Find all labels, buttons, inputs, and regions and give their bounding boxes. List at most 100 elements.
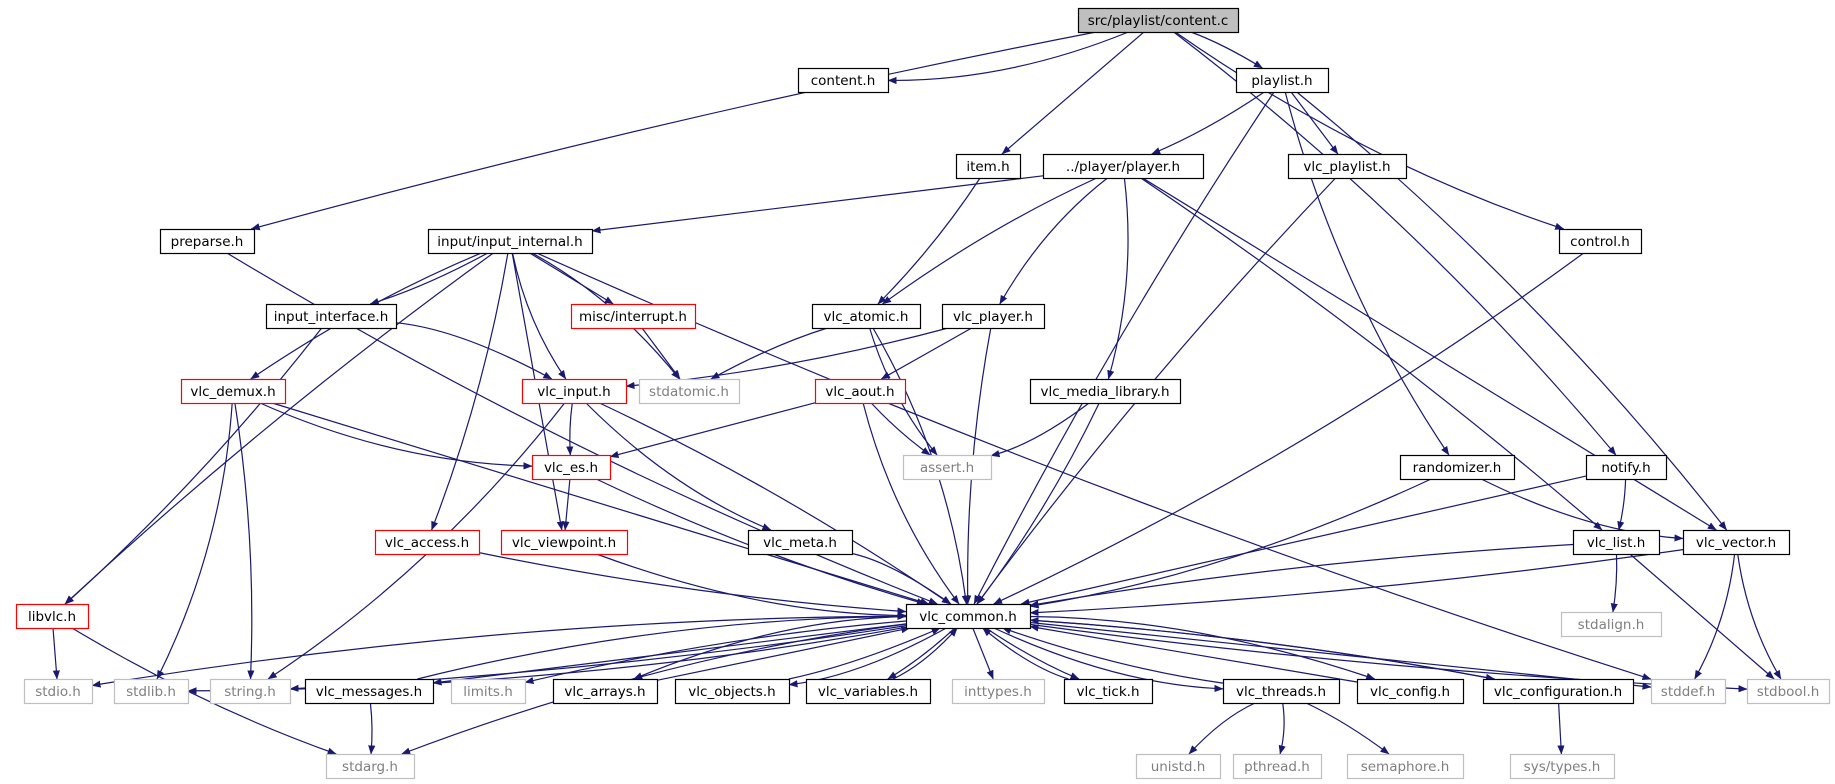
include-edge-vlc_common_h-to-vlc_variables_h [887,627,956,680]
node-box [1135,753,1222,780]
node-content-c[interactable]: src/playlist/content.c [1077,7,1240,34]
node-box [951,678,1046,705]
node-vlc-input-h[interactable]: vlc_input.h [521,378,628,405]
include-edge-vlc_demux_h-to-stdlib_h [156,402,233,680]
include-edge-vlc_input_h-to-vlc_common_h [599,402,951,605]
node-vlc-viewpoint-h[interactable]: vlc_viewpoint.h [500,529,629,556]
node-vlc-access-h[interactable]: vlc_access.h [374,529,481,556]
node-vlc-objects-h[interactable]: vlc_objects.h [674,678,791,705]
node-vlc-aout-h[interactable]: vlc_aout.h [814,378,907,405]
include-edge-vlc_input_h-to-vlc_es_h [566,402,574,456]
node-box [1077,7,1240,34]
node-control-h[interactable]: control.h [1558,228,1643,255]
node-label: vlc_vector.h [1696,535,1776,551]
node-playlist-h[interactable]: playlist.h [1235,67,1330,94]
node-label: unistd.h [1151,759,1206,775]
node-label: vlc_meta.h [763,535,837,551]
include-edge-player_player_h-to-vlc_atomic_h [882,177,1097,305]
node-vlc-configuration-h[interactable]: vlc_configuration.h [1482,678,1635,705]
include-edge-player_player_h-to-vlc_vector_h [1142,177,1717,531]
node-vlc-tick-h[interactable]: vlc_tick.h [1063,678,1154,705]
node-label: vlc_input.h [537,384,611,400]
node-vlc-player-h[interactable]: vlc_player.h [941,303,1046,330]
node-label: vlc_es.h [544,460,598,476]
node-label: inttypes.h [964,684,1032,700]
node-label: ../player/player.h [1066,159,1180,175]
node-label: control.h [1570,234,1630,250]
node-vlc-list-h[interactable]: vlc_list.h [1572,529,1661,556]
node-item-h[interactable]: item.h [955,153,1022,180]
node-vlc-messages-h[interactable]: vlc_messages.h [304,678,435,705]
include-edge-playlist_h-to-vlc_vector_h [1296,91,1728,531]
node-vlc-variables-h[interactable]: vlc_variables.h [805,678,932,705]
include-edge-vlc_common_h-to-limits_h [524,620,907,684]
file-nodes: src/playlist/content.c content.h playlist.… [15,7,1831,780]
node-box [638,378,741,405]
include-edge-control_h-to-vlc_common_h [993,252,1585,605]
node-label: vlc_demux.h [190,384,275,400]
node-stdlib-h: stdlib.h [113,678,190,705]
node-box [23,678,94,705]
node-randomizer-h[interactable]: randomizer.h [1399,454,1516,481]
node-input-internal-h[interactable]: input/input_internal.h [427,228,594,255]
node-vlc-meta-h[interactable]: vlc_meta.h [747,529,854,556]
node-stdalign-h: stdalign.h [1560,611,1663,638]
node-preparse-h[interactable]: preparse.h [159,228,256,255]
node-label: stdio.h [35,684,81,700]
node-input-interface-h[interactable]: input_interface.h [265,303,398,330]
include-edge-notify_h-to-vlc_list_h [1617,478,1627,531]
include-edge-vlc_variables_h-to-vlc_common_h [892,627,958,680]
node-label: vlc_viewpoint.h [512,535,616,551]
node-label: src/playlist/content.c [1088,13,1229,29]
node-vlc-es-h[interactable]: vlc_es.h [531,454,612,481]
node-notify-h[interactable]: notify.h [1585,454,1668,481]
node-label: stdalign.h [1578,617,1645,633]
node-vlc-vector-h[interactable]: vlc_vector.h [1682,529,1791,556]
node-libvlc-h[interactable]: libvlc.h [15,603,90,630]
node-label: vlc_atomic.h [824,309,909,325]
include-edge-vlc_demux_h-to-string_h [234,402,255,680]
node-box [159,228,256,255]
include-edge-vlc_media_library_h-to-assert_h [990,402,1090,458]
node-label: vlc_access.h [385,535,469,551]
include-edge-input_internal_h-to-vlc_access_h [431,252,509,531]
include-edge-vlc_common_h-to-vlc_config_h [1029,615,1376,680]
node-label: vlc_media_library.h [1040,384,1169,400]
include-edge-vlc_demux_h-to-vlc_common_h [272,402,930,605]
node-vlc-playlist-h[interactable]: vlc_playlist.h [1287,153,1408,180]
node-stdarg-h: stdarg.h [325,753,416,780]
node-vlc-arrays-h[interactable]: vlc_arrays.h [552,678,659,705]
include-edge-vlc_configuration_h-to-vlc_common_h [1029,617,1495,680]
node-content-h[interactable]: content.h [797,67,890,94]
include-edge-randomizer_h-to-vlc_vector_h [1480,478,1684,542]
include-edge-item_h-to-vlc_atomic_h [877,177,981,305]
node-box [1029,378,1182,405]
node-box [814,378,907,405]
node-box [1650,678,1727,705]
node-label: misc/interrupt.h [579,309,687,325]
include-edge-content_c-to-control_h [1174,31,1565,230]
node-misc-interrupt-h[interactable]: misc/interrupt.h [570,303,697,330]
node-vlc-media-library-h[interactable]: vlc_media_library.h [1029,378,1182,405]
include-edge-vlc_config_h-to-vlc_common_h [1029,624,1358,683]
node-label: stdlib.h [126,684,176,700]
node-label: vlc_objects.h [688,684,775,700]
node-player-player-h[interactable]: ../player/player.h [1042,153,1205,180]
include-edge-vlc_list_h-to-vlc_common_h [1029,543,1574,608]
include-edge-input_internal_h-to-misc_interrupt_h [529,252,614,305]
node-vlc-atomic-h[interactable]: vlc_atomic.h [811,303,922,330]
node-box [304,678,435,705]
node-vlc-config-h[interactable]: vlc_config.h [1356,678,1465,705]
node-box [1585,454,1668,481]
node-label: vlc_variables.h [818,684,918,700]
include-edge-vlc_common_h-to-vlc_threads_h [993,627,1224,693]
node-box [905,603,1032,630]
node-vlc-threads-h[interactable]: vlc_threads.h [1222,678,1341,705]
node-box [1235,67,1330,94]
node-box [747,529,854,556]
dependency-edges [52,31,1782,755]
node-vlc-common-h[interactable]: vlc_common.h [905,603,1032,630]
node-stdbool-h: stdbool.h [1746,678,1831,705]
include-edge-vlc_list_h-to-stdalign_h [1610,553,1618,613]
node-vlc-demux-h[interactable]: vlc_demux.h [180,378,287,405]
